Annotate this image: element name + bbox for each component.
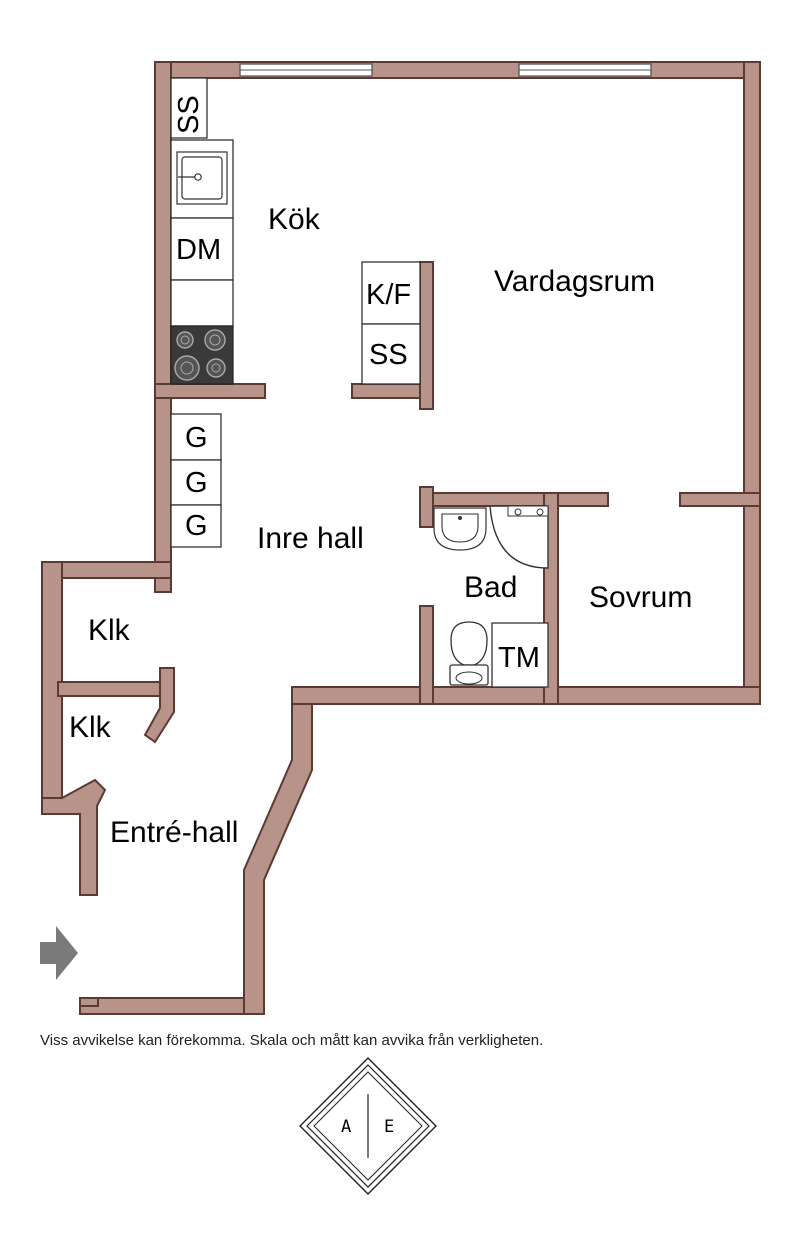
room-label-inre-hall: Inre hall <box>257 522 364 555</box>
washbasin-icon <box>433 507 487 551</box>
label-tm: TM <box>498 642 540 674</box>
compass-label-right: E <box>384 1117 394 1137</box>
wall-entrance-bottom-stub <box>79 997 99 1007</box>
entrance-arrow-icon <box>40 926 78 980</box>
wall-closet-stub <box>143 667 175 744</box>
label-ss-island: SS <box>369 339 408 371</box>
compass-logo: A E <box>299 1057 437 1195</box>
wall-bath-west-bottom <box>419 605 434 705</box>
room-label-entre-hall: Entré-hall <box>110 816 238 849</box>
label-g2: G <box>185 467 208 499</box>
wall-island-right <box>419 261 434 410</box>
wardrobe-g3 <box>170 504 222 548</box>
label-kf: K/F <box>366 279 411 311</box>
disclaimer-text: Viss avvikelse kan förekomma. Skala och … <box>40 1032 543 1049</box>
counter-ss-box <box>170 77 208 139</box>
label-g1: G <box>185 422 208 454</box>
shower-icon <box>489 505 549 569</box>
toilet-icon <box>449 621 489 686</box>
room-label-vardagsrum: Vardagsrum <box>494 265 655 298</box>
wardrobe-g1 <box>170 413 222 461</box>
room-label-bad: Bad <box>464 571 517 604</box>
wall-south <box>291 686 761 705</box>
walls <box>41 61 761 1015</box>
room-label-klk-upper: Klk <box>88 614 131 647</box>
wall-bath-west-top <box>419 486 434 528</box>
label-ss-top: SS <box>173 95 205 134</box>
wall-bedroom-north <box>679 492 761 507</box>
stove-icon <box>170 325 234 385</box>
island-ss-box <box>361 323 421 385</box>
label-g3: G <box>185 510 208 542</box>
washer-tm-box <box>491 622 549 688</box>
wall-right <box>743 61 761 705</box>
counter-dm-box <box>170 217 234 281</box>
label-dm: DM <box>176 234 221 266</box>
room-label-sovrum: Sovrum <box>589 581 692 614</box>
sink-icon <box>176 151 228 205</box>
kitchen-counter: SS DM <box>170 77 234 385</box>
wall-left-upper <box>154 61 172 593</box>
counter-blank-box <box>170 279 234 327</box>
room-label-kok: Kök <box>268 203 321 236</box>
room-label-klk-lower: Klk <box>69 711 112 744</box>
island-kf-box <box>361 261 421 325</box>
wall-kitchen-bottom <box>154 383 266 399</box>
wall-entrance-right <box>243 686 318 1015</box>
compass-label-left: A <box>341 1117 351 1137</box>
wall-bath-north <box>419 492 609 507</box>
wall-entrance-left <box>41 778 107 896</box>
wall-closet-divider <box>57 681 169 697</box>
wall-entrance-bottom <box>79 997 265 1015</box>
